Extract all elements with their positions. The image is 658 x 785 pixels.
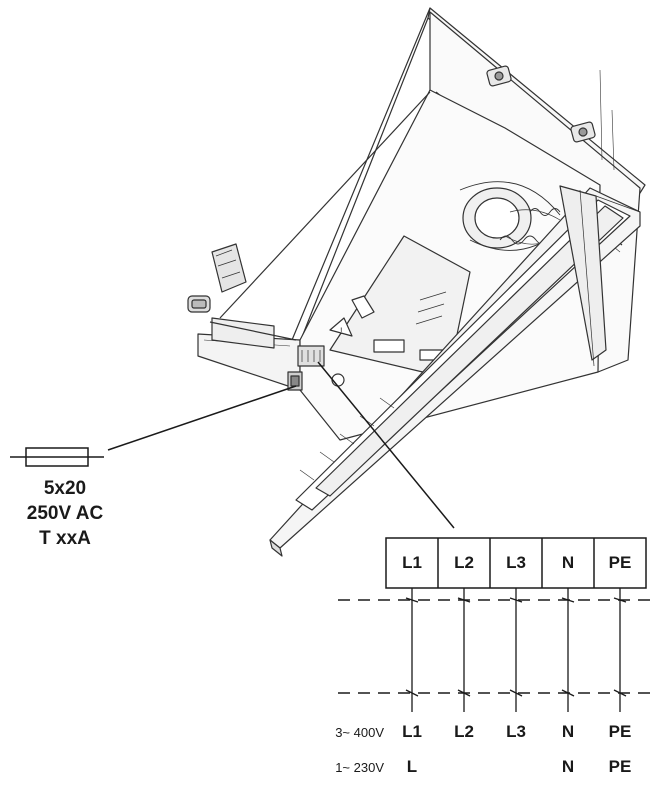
- supply-1phase-n: N: [561, 757, 575, 776]
- supply-1phase-l: L: [406, 757, 418, 776]
- supply-1phase-name: 1~ 230V: [335, 760, 384, 775]
- fuse-leader-line: [107, 385, 297, 451]
- terminal-pe: PE: [608, 553, 632, 572]
- terminal-leader-line: [317, 361, 455, 529]
- terminal-n: N: [561, 553, 575, 572]
- supply-3phase-name: 3~ 400V: [335, 725, 384, 740]
- fuse-symbol: [10, 447, 104, 467]
- supply-3phase-l3: L3: [506, 722, 526, 741]
- terminal-l2: L2: [454, 553, 474, 572]
- fuse-rating-label: T xxA: [39, 528, 91, 549]
- terminal-l3: L3: [506, 553, 526, 572]
- conductors: [405, 588, 627, 712]
- supply-3phase-n: N: [561, 722, 575, 741]
- supply-3phase-l2: L2: [454, 722, 474, 741]
- supply-1phase-pe: PE: [608, 757, 632, 776]
- supply-3phase-l1: L1: [402, 722, 422, 741]
- fuse-voltage-label: 250V AC: [26, 503, 104, 524]
- svg-text:!: !: [340, 326, 343, 336]
- terminal-l1: L1: [402, 553, 422, 572]
- supply-3phase-pe: PE: [608, 722, 632, 741]
- terminal-block: [385, 537, 647, 589]
- fuse-size-label: 5x20: [43, 478, 87, 499]
- unit-drawing: !: [187, 7, 646, 557]
